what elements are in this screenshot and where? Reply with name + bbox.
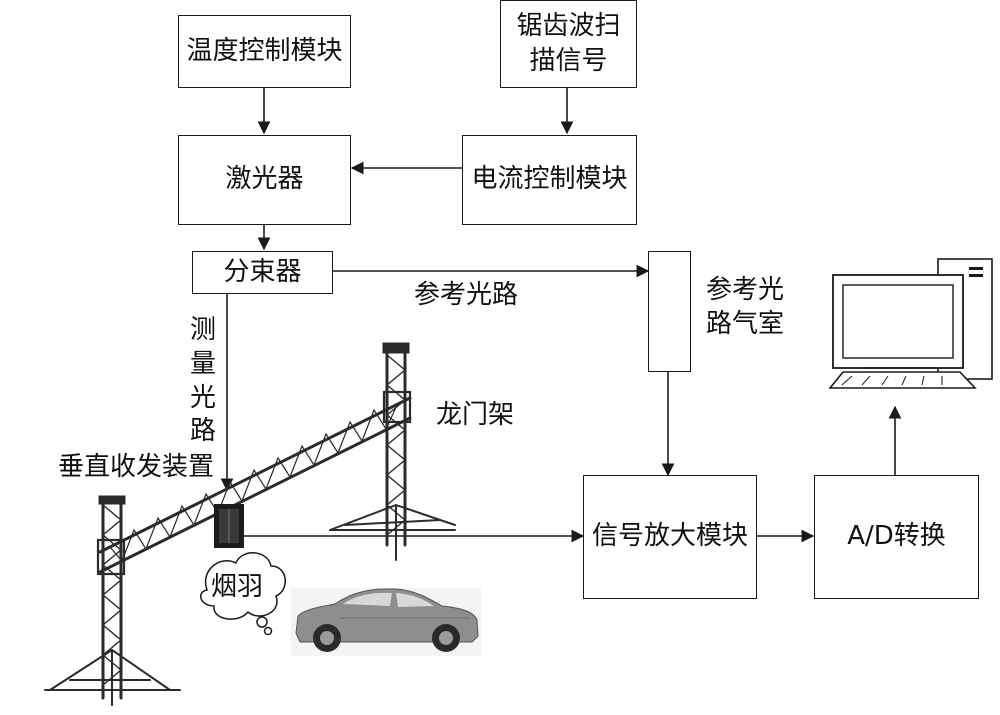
signal-amplifier-module: 信号放大模块 [583,475,757,599]
beam-splitter-block: 分束器 [192,251,333,294]
ad-converter-label: A/D转换 [847,521,946,552]
sawtooth-scan-signal-block: 锯齿波扫 描信号 [500,0,637,88]
beam-splitter-label: 分束器 [223,256,302,287]
connector-arrows [220,88,902,543]
sawtooth-label-line2: 描信号 [529,46,608,76]
signal-amplifier-label: 信号放大模块 [591,521,748,552]
gantry-truss-icon [44,342,456,706]
laser-label: 激光器 [225,164,304,195]
laser-block: 激光器 [178,135,351,225]
gantry-label: 龙门架 [436,400,515,430]
reference-cell-label-line2: 路气室 [706,308,785,339]
ad-converter-block: A/D转换 [814,475,979,599]
smoke-cloud-icon [199,552,286,636]
transceiver-device-icon [214,504,244,548]
reference-path-label: 参考光路 [414,280,519,310]
measurement-path-label: 测量光路 [189,315,216,447]
current-control-module: 电流控制模块 [462,135,637,225]
car-icon [291,588,481,656]
vertical-transceiver-label: 垂直收发装置 [58,452,215,482]
reference-gas-cell-block [648,251,691,372]
computer-icon [828,258,993,389]
plume-label: 烟羽 [211,572,264,602]
temperature-control-label: 温度控制模块 [186,35,343,66]
sawtooth-label-line1: 锯齿波扫 [516,10,621,41]
reference-cell-label: 参考光 路气室 [706,274,784,342]
temperature-control-module: 温度控制模块 [178,15,351,88]
current-control-label: 电流控制模块 [471,164,628,195]
reference-cell-label-line1: 参考光 [706,275,785,305]
